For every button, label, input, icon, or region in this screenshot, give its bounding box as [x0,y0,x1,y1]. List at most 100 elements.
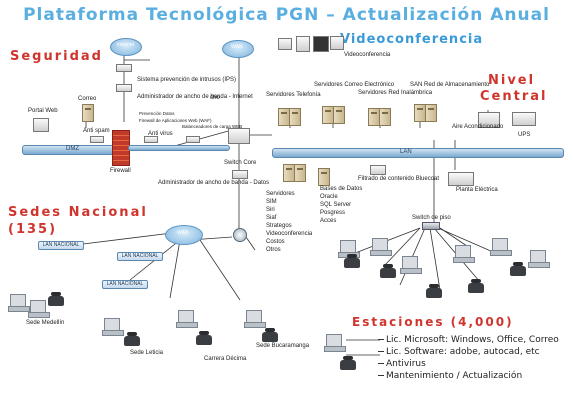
videoconf-small-label: Videoconferencia [344,52,391,58]
portal-web-label: Portal Web [28,108,58,114]
switch-core-label: Switch Core [224,160,257,166]
estaciones-item: Mantenimiento / Actualización [378,370,559,382]
antispam-label: Anti spam [83,128,110,134]
section-central: Central [480,89,548,104]
ips-device [116,64,132,72]
planta-label: Planta Eléctrica [456,187,498,193]
videoconf-screen2-icon [313,36,329,52]
lan-nacional-box: LAN NACIONAL [117,252,163,261]
switch-piso-label: Switch de piso [412,215,451,221]
internet-cloud-icon [110,38,142,56]
videoconf-phone-icon [330,36,344,50]
planta-electrica-icon [448,172,474,186]
bandwidth-datos-device [232,170,248,179]
cho-label: cho [210,95,220,101]
lan-nacional-box: LAN NACIONAL [102,280,148,289]
lan-nacional-label: LAN NACIONAL [106,281,144,287]
section-videoconferencia: Videoconferencia [340,32,484,47]
aire-unit-icon [478,112,500,128]
filtrado-label: Filtrado de contenido Bluecoat [358,176,440,182]
wan-nacional-label: WAN [177,230,189,236]
sede-phone-icon [262,328,278,342]
switch-core-icon [228,128,250,144]
security-bus [128,145,230,151]
workstation-icon [528,250,550,268]
servidores-item: Otros [266,247,281,253]
sede-pc-icon [28,300,50,318]
waf-label: Firewall de Aplicaciones Web (WAF) [139,118,212,123]
servers-rack-icon [294,164,306,182]
lan-nacional-label: LAN NACIONAL [42,242,80,248]
sede-pc-icon [176,310,198,328]
estacion-pc-icon [324,334,346,352]
videoconf-camera-icon [278,38,292,50]
section-seguridad: Seguridad [10,49,103,64]
telefonia-server-icon [289,108,301,126]
bd-item: Acces [320,218,337,224]
san-storage-icon [425,104,437,122]
router-icon [233,228,247,242]
servidores-item: Strategos [266,223,292,229]
workstation-icon [338,240,360,258]
ip-phone-icon [510,262,526,276]
sede-bucaramanga-label: Sede Bucaramanga [256,343,310,349]
inalambrica-server-icon [379,108,391,126]
inalambrica-label: Servidores Red Inalámbrica [358,90,433,96]
sede-phone-icon [48,292,64,306]
correo-server-icon [82,104,94,122]
videoconf-screen1-icon [296,36,310,52]
antivirus-label: Anti virus [148,131,173,137]
balanceador-device [186,136,200,143]
workstation-icon [400,256,422,274]
telefonia-label: Servidores Telefonía [266,92,321,98]
sede-pc-icon [102,318,124,336]
ups-icon [512,112,536,126]
bluecoat-device [370,165,386,175]
antivirus-device [144,136,158,143]
aire-label: Aire Acondicionado [452,124,504,130]
ip-phone-icon [426,284,442,298]
ups-label: UPS [518,132,531,138]
sede-leticia-label: Sede Leticia [130,350,164,356]
bandwidth-internet-device [116,84,132,92]
balanceador-label: Balanceadores de carga WEB [182,124,243,129]
sede-medellin-label: Sede Medellín [26,320,65,326]
portal-web-server-icon [33,118,49,132]
estaciones-item: Antivirus [378,358,559,370]
section-estaciones: Estaciones (4,000) [352,315,514,329]
switch-piso-icon [422,222,440,230]
diagram-title: Plataforma Tecnológica PGN – Actualizaci… [23,5,550,25]
dmz-label: DMZ [66,146,79,152]
bandwidth-datos-label: Administrador de ancho de banda - Datos [158,180,270,186]
section-sedes-count: (135) [8,222,58,237]
bandwidth-internet-label: Administrador de ancho de banda - Intern… [137,94,253,100]
correo-label: Correo [78,96,97,102]
servidores-item: Servidores [266,191,295,197]
section-nivel: Nivel [488,73,536,88]
ip-phone-icon [344,254,360,268]
ip-phone-icon [468,279,484,293]
servidores-item: Siri [266,207,275,213]
workstation-icon [370,238,392,256]
lan-label: LAN [400,149,412,155]
sede-pc-icon [244,310,266,328]
lan-bar [272,148,564,158]
estaciones-list: Lic. Microsoft: Windows, Office, Correo … [378,334,559,382]
estaciones-item: Lic. Microsoft: Windows, Office, Correo [378,334,559,346]
lan-nacional-label: LAN NACIONAL [121,253,159,259]
bd-item: SQL Server [320,202,352,208]
sede-phone-icon [124,332,140,346]
internet-label: Internet [117,42,134,48]
workstation-icon [453,245,475,263]
section-sedes: Sedes Nacional [8,205,148,220]
wan-nacional-cloud-icon [165,225,203,245]
sede-phone-icon [196,331,212,345]
bases-datos-list: Bases de Datos Oracle SQL Server Posgres… [320,185,362,225]
servidores-item: SIM [266,199,277,205]
firewall-label: Firewall [110,168,131,174]
wan-label: WAN [231,44,243,50]
prevencion-datos-label: Prevención Datos [139,111,175,116]
correo-server-label: Servidores Correo Electrónico [314,82,395,88]
estacion-phone-icon [340,356,356,370]
